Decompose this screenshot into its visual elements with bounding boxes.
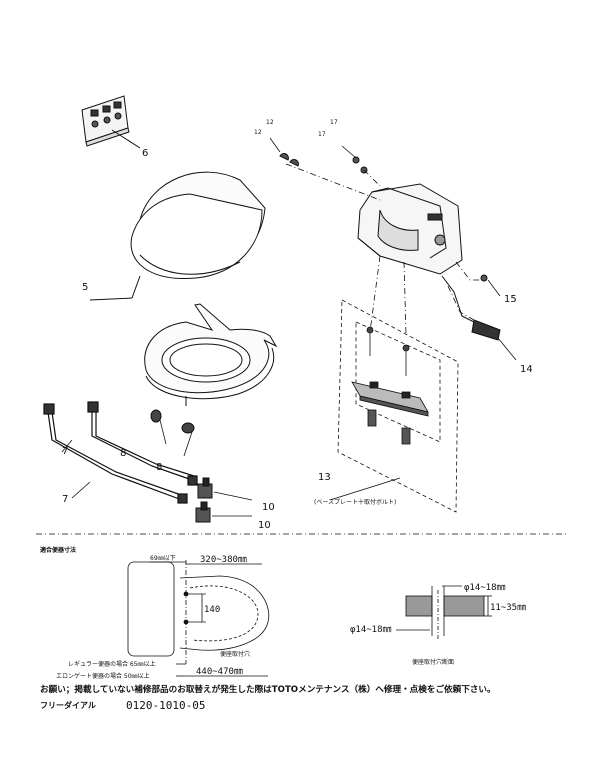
footer-notice: お願い；掲載していない補修部品のお取替えが発生した際はTOTOメンテナンス（株）… (40, 683, 496, 695)
hole-dia-bottom: φ14~18㎜ (350, 625, 392, 635)
hole-thickness: 11~35㎜ (490, 603, 526, 613)
hole-center-label: 便座取付穴 (220, 650, 250, 658)
part-label-7a: 7 (62, 446, 68, 457)
part-label-14: 14 (520, 364, 533, 375)
dim-440-470: 440~470㎜ (196, 667, 243, 677)
small-hardware (279, 153, 488, 282)
toilet-lid (89, 171, 266, 301)
main-unit (357, 183, 463, 275)
part-label-10b: 10 (258, 520, 271, 531)
dim-69: 69㎜以下 (150, 555, 176, 562)
valve-fittings (195, 477, 213, 523)
part-label-8a: 8 (120, 448, 126, 459)
part-label-8b: 8 (156, 462, 162, 473)
part-label-12a: 12 (266, 119, 274, 126)
elongated-note: エロンゲート便器の場合 50㎜以上 (56, 672, 150, 680)
part-label-10a: 10 (262, 502, 275, 513)
leader-lines (61, 137, 517, 517)
part-label-6: 6 (142, 148, 148, 159)
base-plate-note: (ベースプレート十取付ボルト) (314, 498, 396, 506)
base-plate-kit (337, 299, 459, 513)
remote-control (81, 95, 141, 149)
free-dial-number: 0120-1010-05 (126, 699, 205, 712)
free-dial-label: フリーダイアル (40, 700, 96, 710)
regular-note: レギュラー便器の場合 65㎜以上 (68, 660, 156, 668)
cable-connector (441, 275, 501, 341)
water-hoses (43, 401, 198, 504)
dim-320-380: 320~380㎜ (200, 555, 247, 565)
part-label-12b: 12 (254, 129, 262, 136)
part-label-17b: 17 (318, 131, 326, 138)
dim-140: 140 (204, 605, 220, 615)
fit-section-title: 適合便器寸法 (40, 546, 76, 554)
rubber-caps (150, 409, 195, 434)
fit-dimensions-drawing (127, 560, 270, 677)
part-number-labels: 6 5 12 12 17 17 15 14 13 7 7 8 8 10 10 (… (62, 119, 533, 531)
part-label-15: 15 (504, 294, 517, 305)
guide-lines (285, 163, 480, 335)
hole-section-caption: 便座取付穴断面 (412, 658, 454, 666)
part-label-17a: 17 (330, 119, 338, 126)
toilet-seat (144, 303, 278, 406)
hole-dia-top: φ14~18㎜ (464, 583, 506, 593)
part-label-13: 13 (318, 472, 331, 483)
part-label-5: 5 (82, 282, 88, 293)
hole-section-drawing (396, 585, 492, 640)
part-label-7b: 7 (62, 494, 68, 505)
